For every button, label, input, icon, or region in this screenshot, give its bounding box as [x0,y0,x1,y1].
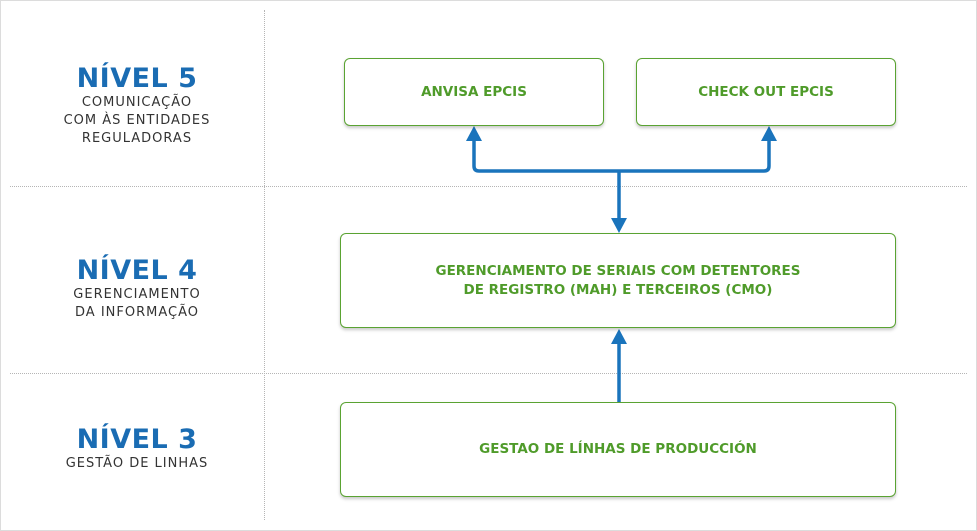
row-divider-1 [10,186,967,187]
level-4-description: GERENCIAMENTO DA INFORMAÇÃO [73,287,201,320]
gerenciamento-seriais-box: GERENCIAMENTO DE SERIAIS COM DETENTORES … [340,233,896,328]
level-3-label: NÍVEL 3 GESTÃO DE LINHAS [10,425,264,473]
anvisa-epcis-label: ANVISA EPCIS [421,83,527,100]
gerenciamento-seriais-label: GERENCIAMENTO DE SERIAIS COM DETENTORES … [435,262,801,298]
arrowhead-up-lower [611,329,627,344]
arrowhead-gerenciamento [611,218,627,233]
check-out-epcis-label: CHECK OUT EPCIS [698,83,834,100]
gestao-linhas-label: GESTAO DE LÍNHAS DE PRODUCCIÓN [479,441,757,457]
bracket-connector [472,140,771,173]
level-5-label: NÍVEL 5 COMUNICAÇÃO COM ÀS ENTIDADES REG… [10,64,264,148]
column-divider [264,10,265,520]
level-5-title: NÍVEL 5 [76,63,198,94]
level-4-label: NÍVEL 4 GERENCIAMENTO DA INFORMAÇÃO [10,256,264,322]
level-3-title: NÍVEL 3 [76,424,198,455]
level-5-description: COMUNICAÇÃO COM ÀS ENTIDADES REGULADORAS [63,95,211,146]
level-4-title: NÍVEL 4 [76,255,198,286]
level-3-description: GESTÃO DE LINHAS [65,456,209,471]
gestao-linhas-box: GESTAO DE LÍNHAS DE PRODUCCIÓN [340,402,896,497]
arrowhead-anvisa [466,126,482,141]
anvisa-epcis-box: ANVISA EPCIS [344,58,604,126]
check-out-epcis-box: CHECK OUT EPCIS [636,58,896,126]
row-divider-2 [10,373,967,374]
arrowhead-checkout [761,126,777,141]
